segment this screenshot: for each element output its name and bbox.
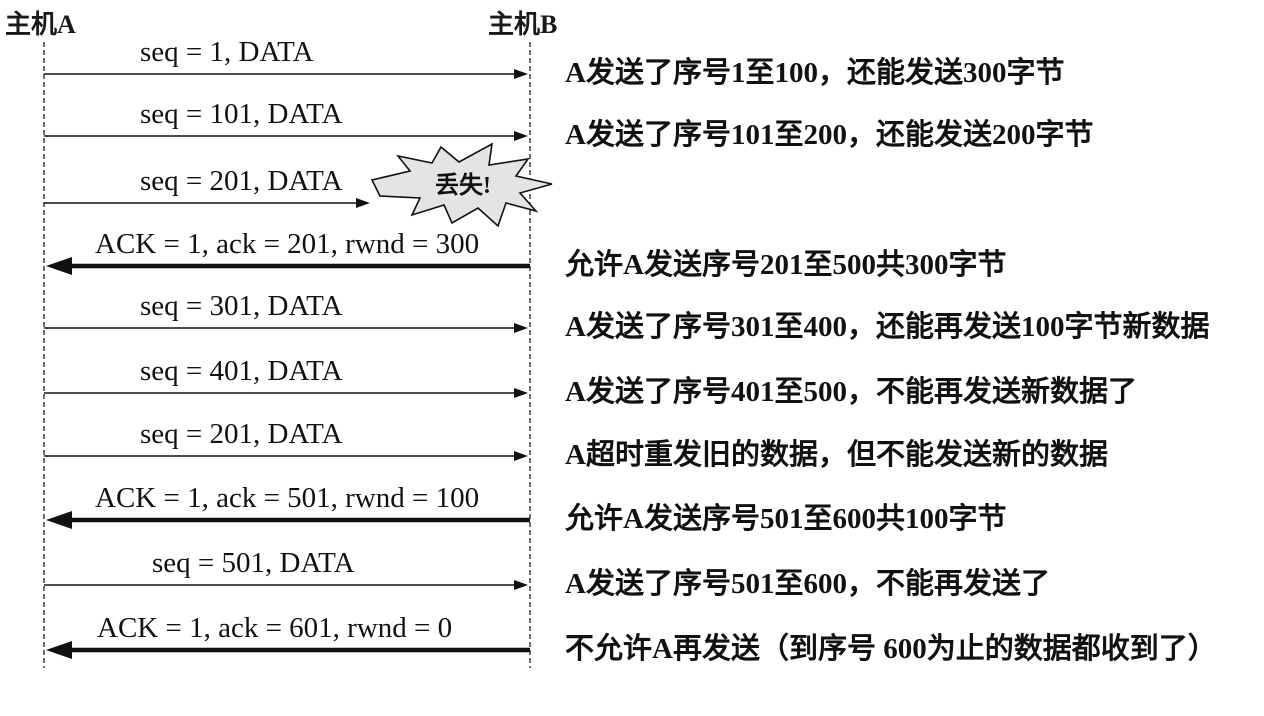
host-b-label: 主机B <box>488 10 557 39</box>
ack-message: ACK = 1, ack = 501, rwnd = 100 允许A发送序号501… <box>46 482 1006 535</box>
data-segment-message: seq = 301, DATA A发送了序号301至400，还能再发送100字节新… <box>44 290 1209 343</box>
ack-arrowhead <box>46 511 72 529</box>
loss-burst-shape <box>370 142 553 228</box>
segment-label: seq = 201, DATA <box>140 165 343 197</box>
ack-label: ACK = 1, ack = 501, rwnd = 100 <box>95 482 479 514</box>
segment-arrowhead <box>514 323 528 333</box>
segment-arrowhead <box>514 388 528 398</box>
message-explanation: 不允许A再发送（到序号 600为止的数据都收到了） <box>565 631 1217 665</box>
data-segment-message: seq = 101, DATA A发送了序号101至200，还能发送200字节 <box>44 98 1093 151</box>
segment-arrowhead <box>514 451 528 461</box>
message-explanation: A发送了序号101至200，还能发送200字节 <box>565 117 1093 151</box>
ack-label: ACK = 1, ack = 201, rwnd = 300 <box>95 228 479 260</box>
ack-label: ACK = 1, ack = 601, rwnd = 0 <box>97 612 452 644</box>
message-explanation: A发送了序号501至600，不能再发送了 <box>565 566 1050 600</box>
message-explanation: 允许A发送序号201至500共300字节 <box>564 247 1006 281</box>
segment-label: seq = 301, DATA <box>140 290 343 322</box>
data-segment-message: seq = 1, DATA A发送了序号1至100，还能发送300字节 <box>44 36 1064 89</box>
segment-label: seq = 201, DATA <box>140 418 343 450</box>
ack-arrowhead <box>46 257 72 275</box>
message-explanation: 允许A发送序号501至600共100字节 <box>564 501 1006 535</box>
message-explanation: A发送了序号1至100，还能发送300字节 <box>565 55 1064 89</box>
loss-marker-label: 丢失! <box>435 172 491 199</box>
data-segment-message: seq = 201, DATA <box>44 165 370 208</box>
segment-label: seq = 401, DATA <box>140 355 343 387</box>
segment-arrowhead <box>514 580 528 590</box>
ack-message: ACK = 1, ack = 201, rwnd = 300 允许A发送序号201… <box>46 228 1006 281</box>
ack-message: ACK = 1, ack = 601, rwnd = 0 不允许A再发送（到序号 … <box>46 612 1217 665</box>
segment-arrowhead <box>514 131 528 141</box>
data-segment-message: seq = 201, DATA A超时重发旧的数据，但不能发送新的数据 <box>44 418 1108 471</box>
message-explanation: A超时重发旧的数据，但不能发送新的数据 <box>565 437 1108 471</box>
message-explanation: A发送了序号301至400，还能再发送100字节新数据 <box>565 309 1209 343</box>
ack-arrowhead <box>46 641 72 659</box>
data-segment-message: seq = 401, DATA A发送了序号401至500，不能再发送新数据了 <box>44 355 1137 408</box>
message-explanation: A发送了序号401至500，不能再发送新数据了 <box>565 374 1137 408</box>
segment-label: seq = 1, DATA <box>140 36 314 68</box>
data-segment-message: seq = 501, DATA A发送了序号501至600，不能再发送了 <box>44 547 1050 600</box>
segment-label: seq = 501, DATA <box>152 547 355 579</box>
loss-burst: 丢失! <box>370 142 553 228</box>
segment-arrowhead <box>514 69 528 79</box>
segment-arrowhead <box>356 198 370 208</box>
segment-label: seq = 101, DATA <box>140 98 343 130</box>
host-a-label: 主机A <box>5 10 76 39</box>
